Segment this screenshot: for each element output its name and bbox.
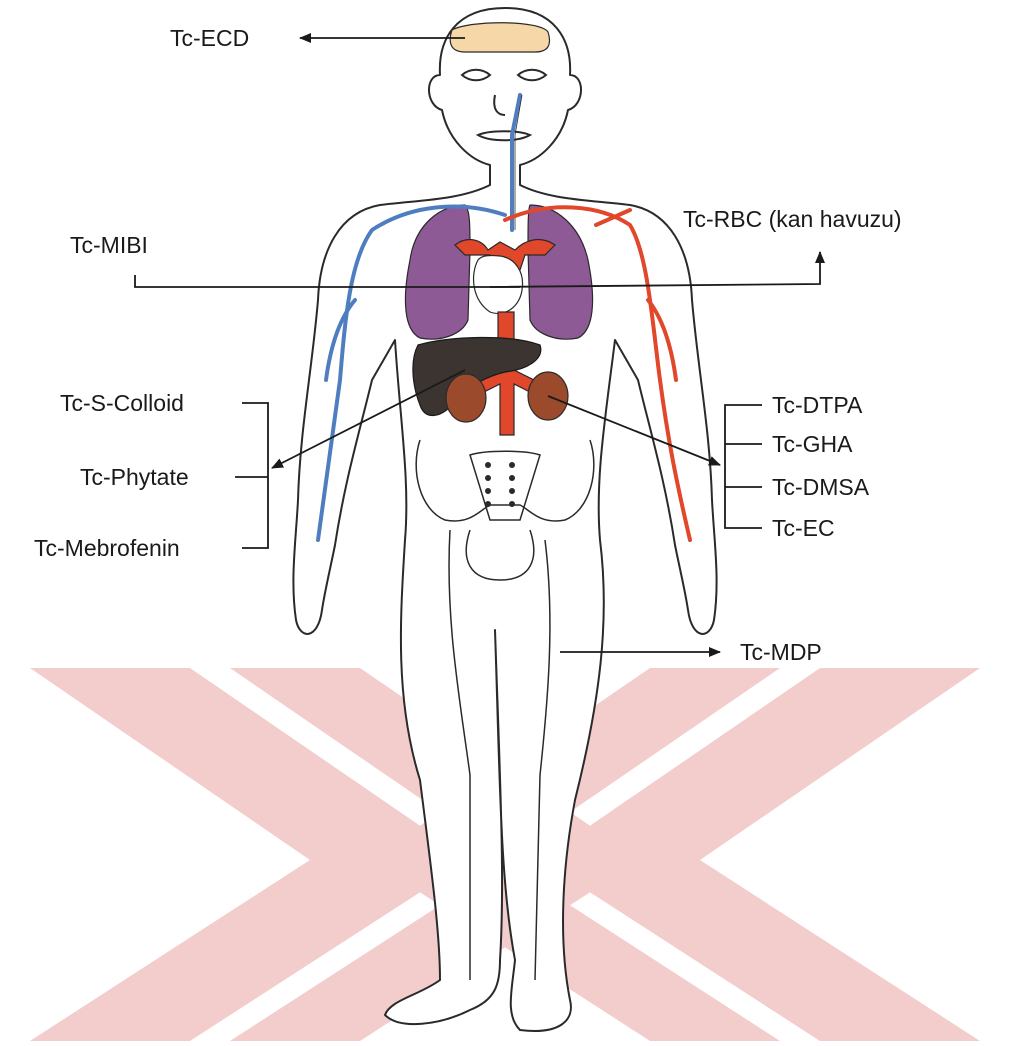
label-heart-tracer: Tc-MIBI xyxy=(70,234,148,257)
bracket-kidney xyxy=(725,405,762,528)
label-bone-tracer: Tc-MDP xyxy=(740,641,822,664)
label-liver-tracer-3: Tc-Mebrofenin xyxy=(34,537,180,560)
brain-region xyxy=(450,23,549,52)
label-kidney-tracer-2: Tc-GHA xyxy=(772,433,853,456)
label-liver-tracer-2: Tc-Phytate xyxy=(80,466,189,489)
label-brain-tracer: Tc-ECD xyxy=(170,27,249,50)
bracket-liver xyxy=(242,403,268,548)
label-blood-pool-tracer: Tc-RBC (kan havuzu) xyxy=(683,208,902,231)
label-kidney-tracer-1: Tc-DTPA xyxy=(772,394,862,417)
label-kidney-tracer-4: Tc-EC xyxy=(772,517,835,540)
label-liver-tracer-1: Tc-S-Colloid xyxy=(60,392,184,415)
label-kidney-tracer-3: Tc-DMSA xyxy=(772,476,869,499)
